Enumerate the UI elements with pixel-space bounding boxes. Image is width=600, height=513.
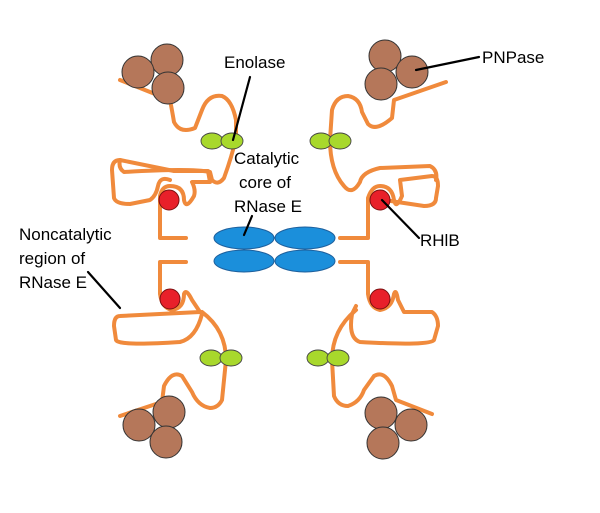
noncatalytic-chains	[110, 78, 448, 418]
enolase-top-left-b	[220, 132, 244, 150]
enolase-bottom-right-b	[326, 349, 350, 367]
rhlb-bottom-left	[159, 288, 181, 310]
pnpase-top-left-1	[150, 43, 184, 77]
pointer-lines	[86, 55, 481, 310]
catalytic-core-label-line3: RNase E	[234, 197, 302, 216]
pnpase-group	[121, 39, 429, 460]
core-subunit-top-left	[213, 226, 275, 250]
catalytic-core-label-line1: Catalytic	[234, 149, 300, 168]
noncatalytic-label-line2: region of	[19, 249, 85, 268]
pnpase-bottom-left-1	[152, 395, 186, 429]
chain-bottom-right	[338, 260, 440, 346]
rhlb-pointer	[380, 198, 421, 240]
enolase-top-right-b	[328, 132, 352, 150]
enolase-pointer	[231, 75, 252, 142]
rhlb-top-right	[369, 189, 391, 211]
rhlb-bottom-right	[369, 288, 391, 310]
pnpase-bottom-left-3	[149, 425, 183, 459]
core-subunit-top-right	[274, 226, 336, 250]
enolase-bottom-right-a	[306, 349, 330, 367]
pnpase-label: PNPase	[482, 48, 544, 67]
catalytic-core-pointer	[242, 214, 254, 237]
noncatalytic-label-line3: RNase E	[19, 273, 87, 292]
enolase-bottom-left-b	[219, 349, 243, 367]
chain-top-right-upper	[328, 80, 448, 193]
enolase-top-left-a	[200, 132, 224, 150]
rhlb-top-left	[158, 189, 180, 211]
pnpase-bottom-left-2	[122, 408, 156, 442]
pnpase-top-left-2	[121, 55, 155, 89]
enolase-bottom-left-a	[199, 349, 223, 367]
pnpase-bottom-right-3	[366, 426, 400, 460]
pnpase-top-left-3	[151, 71, 185, 105]
pnpase-top-right-1	[368, 39, 402, 73]
rhlb-label: RHlB	[420, 231, 460, 250]
enolase-group	[199, 132, 352, 367]
catalytic-core	[213, 226, 336, 273]
chain-top-right	[338, 174, 440, 240]
pnpase-pointer	[414, 55, 481, 72]
chain-bottom-left	[112, 260, 204, 346]
chain-bottom-right-lower	[330, 308, 434, 416]
core-subunit-bottom-right	[274, 249, 336, 273]
catalytic-core-label-line2: core of	[239, 173, 291, 192]
pnpase-bottom-right-2	[394, 408, 428, 442]
pnpase-bottom-right-1	[364, 396, 398, 430]
core-subunit-bottom-left	[213, 249, 275, 273]
noncatalytic-label-line1: Noncatalytic	[19, 225, 112, 244]
pnpase-top-right-3	[364, 67, 398, 101]
rhlb-group	[158, 189, 391, 310]
chain-bottom-left-lower	[118, 310, 228, 418]
enolase-label: Enolase	[224, 53, 285, 72]
noncatalytic-pointer	[86, 270, 122, 310]
labels: Enolase PNPase Catalytic core of RNase E…	[19, 48, 544, 292]
pnpase-top-right-2	[395, 55, 429, 89]
